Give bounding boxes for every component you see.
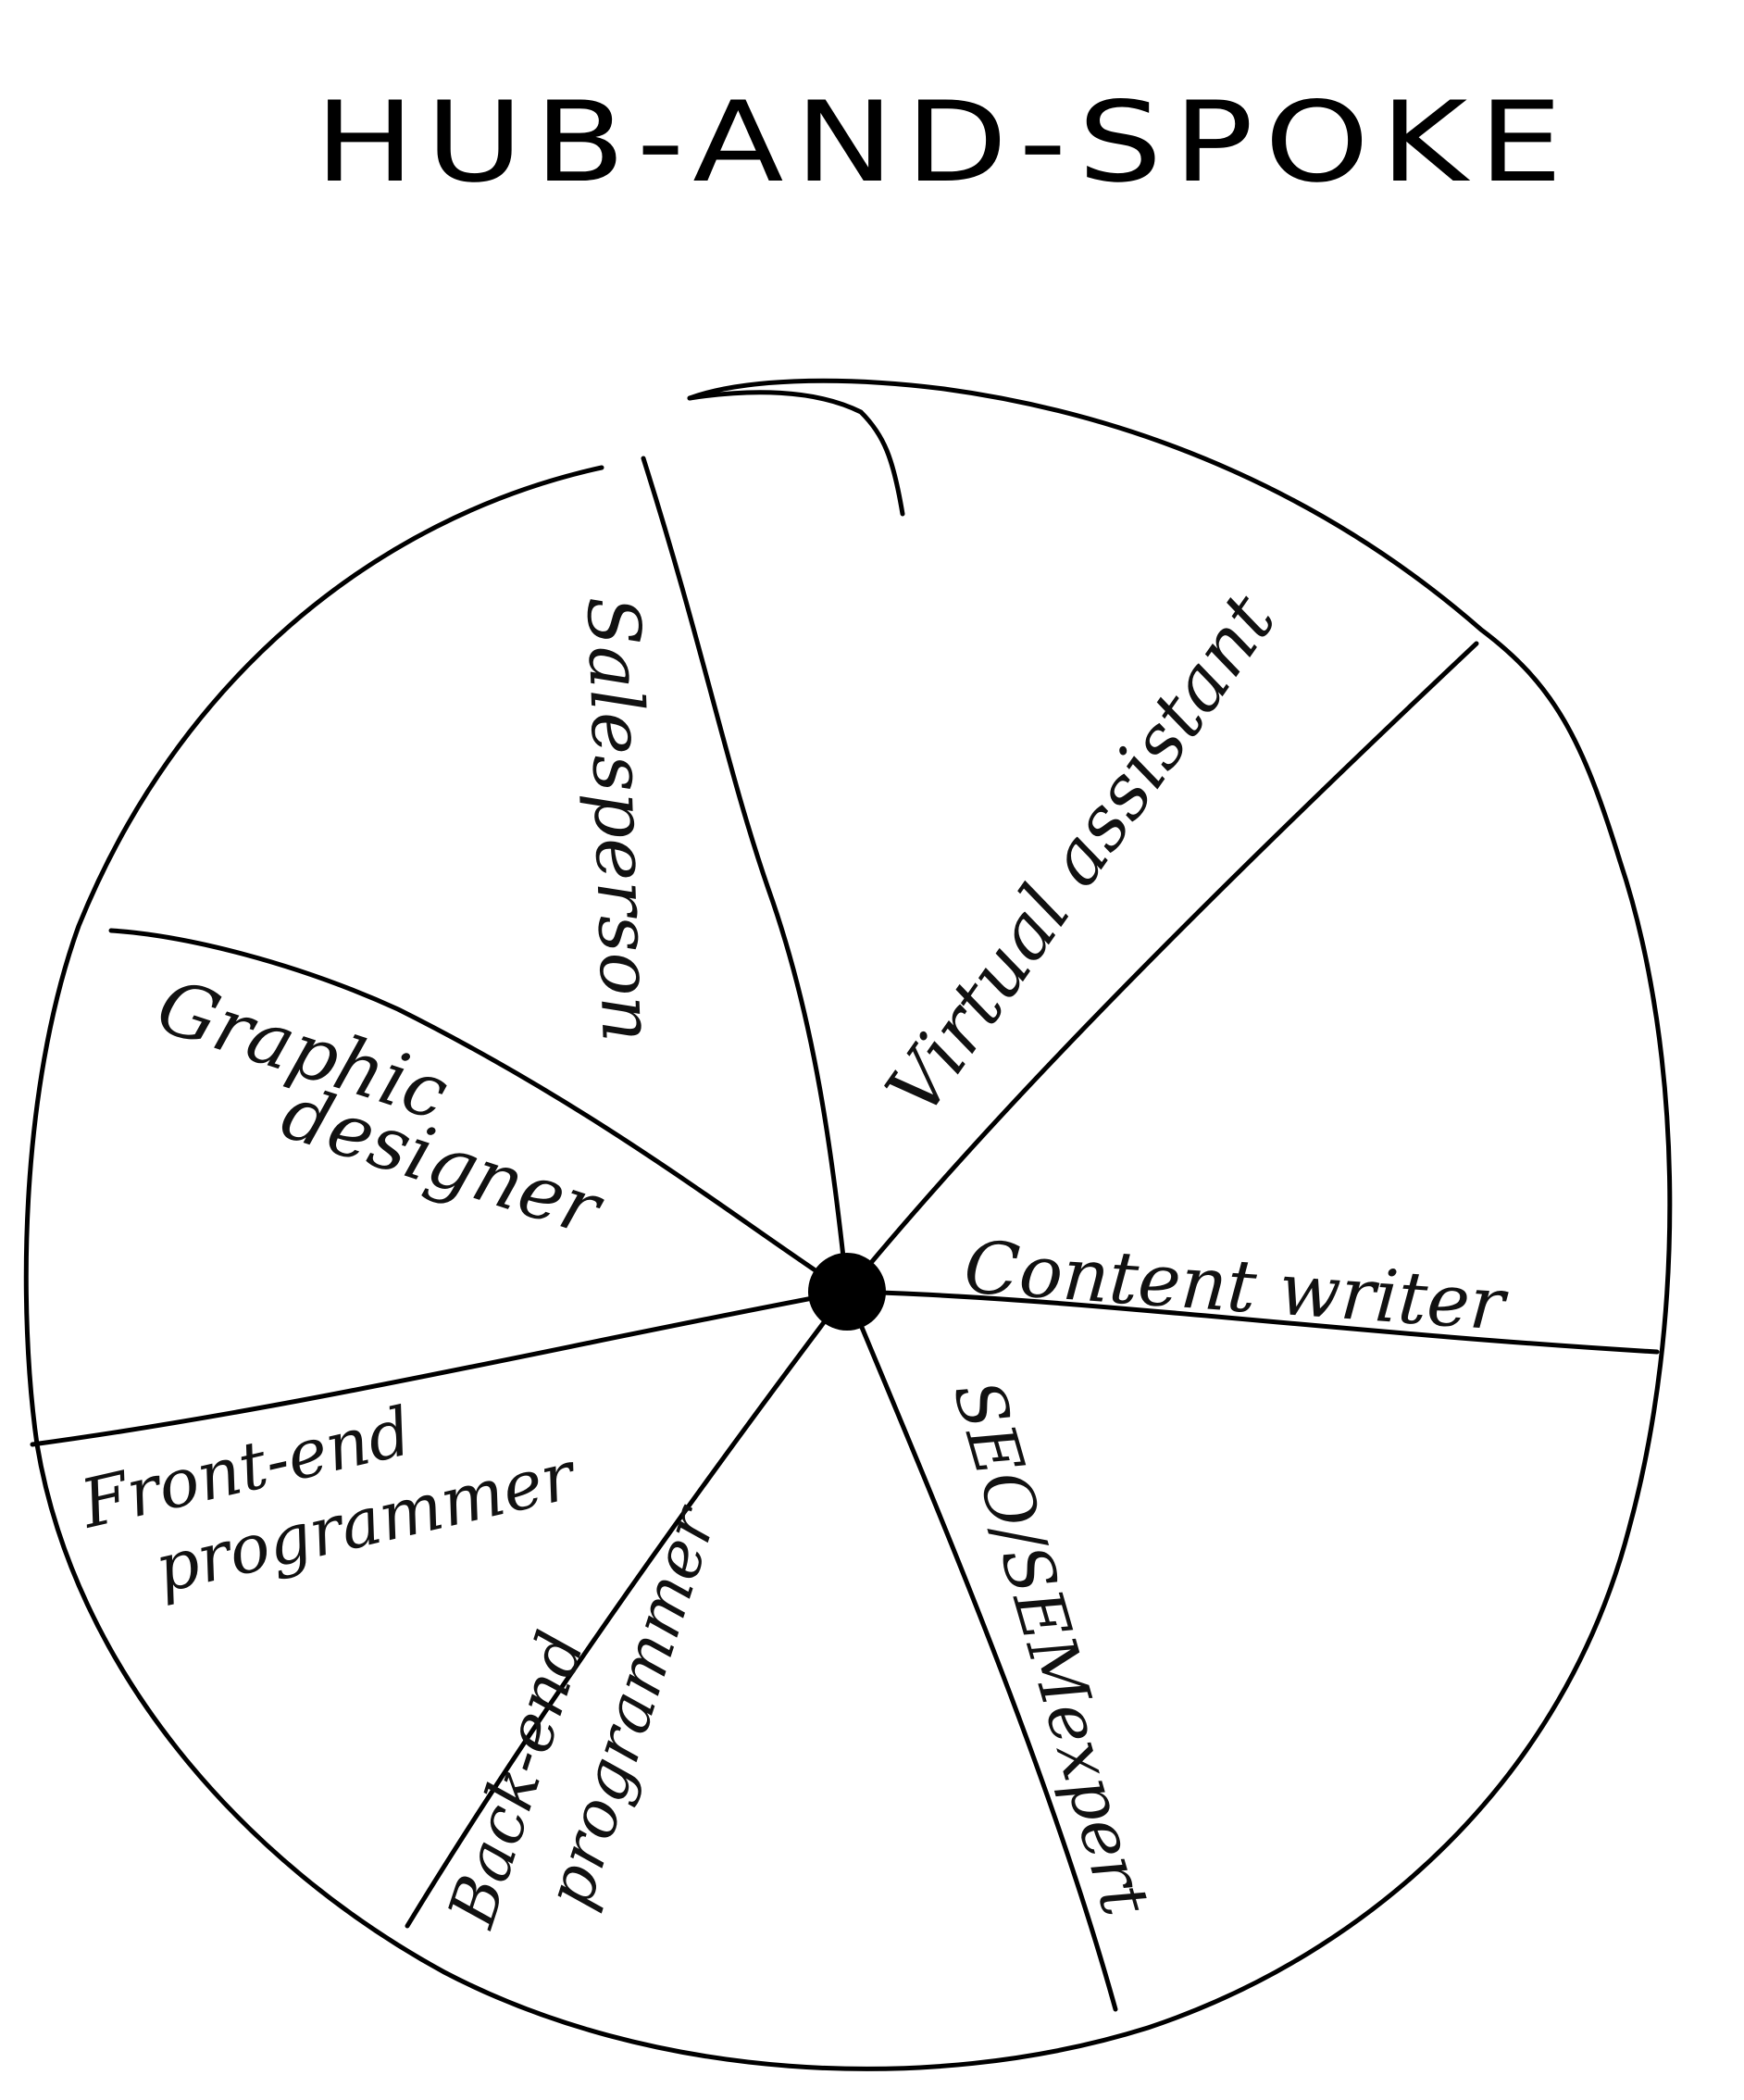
- diagram-title: HUB-AND-SPOKE: [315, 79, 1574, 207]
- outer-circle: [23, 378, 1673, 2071]
- spoke-line-graphic-designer: [108, 928, 850, 1294]
- spoke-line-content-writer: [844, 1289, 1660, 1355]
- spoke-line-back-end-programmer: [405, 1289, 850, 1929]
- spoke-line-salesperson: [641, 456, 850, 1294]
- top-arc-overlap: [687, 390, 905, 517]
- spoke-labels: Salesperson Virtual assistant Content wr…: [72, 578, 1512, 1937]
- spoke-line-front-end-programmer: [30, 1289, 850, 1447]
- label-virtual-assistant: Virtual assistant: [869, 578, 1292, 1131]
- hub-dot: [808, 1253, 886, 1331]
- label-seo-sem-expert: SEO/SEMexpert: [939, 1372, 1165, 1925]
- spoke-line-seo-sem-expert: [844, 1289, 1118, 2012]
- spoke-lines: [30, 456, 1660, 2012]
- label-content-writer: Content writer: [962, 1226, 1512, 1347]
- spoke-line-virtual-assistant: [844, 641, 1479, 1294]
- label-salesperson: Salesperson: [570, 595, 669, 1044]
